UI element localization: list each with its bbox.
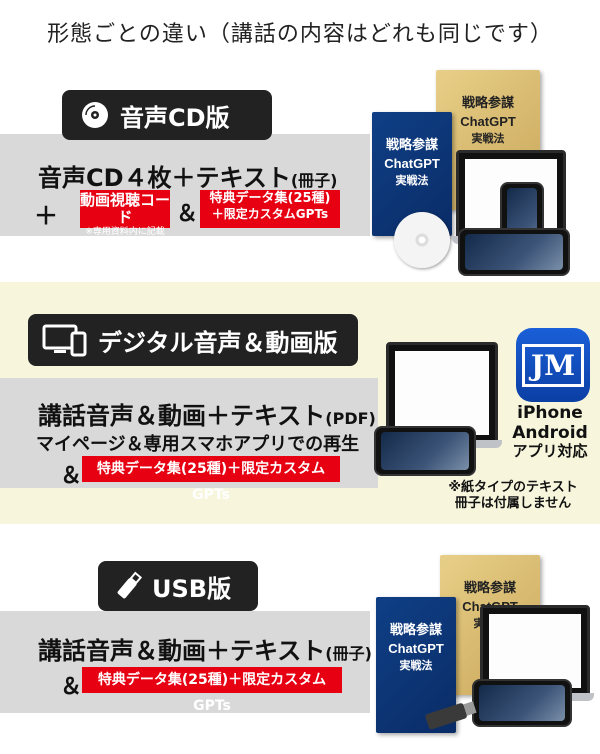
cd-case-title-line2: ChatGPT (384, 156, 440, 171)
usb-section: USB版 講話音声＆動画＋テキスト(冊子) ＆ 特典データ集(25種)＋限定カス… (0, 545, 600, 754)
cd-case-title-line1: 戦略参謀 (385, 138, 438, 153)
usb-stick-image (420, 695, 480, 739)
digital-pill: デジタル音声＆動画版 (28, 314, 358, 366)
usb-bonus-label: 特典データ集(25種)＋限定カスタムGPTs (97, 672, 327, 714)
cd-headline-main: 音声CD４枚＋テキスト (38, 164, 291, 192)
usb-band (0, 611, 370, 713)
usb-book-title-line1: 戦略参謀 (463, 581, 516, 596)
digital-headline: 講話音声＆動画＋テキスト(PDF) (38, 396, 376, 431)
cd-video-code-note: ※専用資料内に記載 (85, 227, 165, 237)
usb-headline: 講話音声＆動画＋テキスト(冊子) (38, 631, 372, 666)
usb-case-title-line1: 戦略参謀 (389, 623, 442, 638)
app-platforms-label: iPhone Android アプリ対応 (500, 403, 600, 461)
cd-disc-icon (80, 100, 110, 130)
phone-landscape-image (458, 228, 570, 276)
app-icon: JM (516, 328, 590, 402)
digital-subline: マイページ＆専用スマホアプリでの再生 (36, 434, 360, 455)
paper-note-line2: 冊子は付属しません (454, 496, 572, 512)
digital-section: デジタル音声＆動画版 講話音声＆動画＋テキスト(PDF) マイページ＆専用スマホ… (0, 282, 600, 524)
paper-note: ※紙タイプのテキスト 冊子は付属しません (428, 480, 598, 513)
cd-disc-image (394, 212, 450, 268)
digital-phone-image (374, 426, 476, 476)
digital-headline-suffix: (PDF) (325, 409, 376, 428)
app-support-label: アプリ対応 (512, 442, 588, 461)
book-title-line2: ChatGPT (460, 114, 516, 129)
cd-pill-label: 音声CD版 (120, 103, 230, 132)
digital-headline-main: 講話音声＆動画＋テキスト (38, 402, 326, 430)
digital-bonus-box: 特典データ集(25種)＋限定カスタムGPTs (82, 456, 340, 503)
usb-headline-suffix: (冊子) (325, 644, 372, 663)
cd-headline-suffix: (冊子) (290, 171, 338, 190)
book-title-line1: 戦略参謀 (461, 96, 514, 111)
usb-pill: USB版 (98, 561, 258, 611)
cd-video-code-label: 動画視聴コード (80, 191, 171, 226)
cd-bonus-line2: ＋限定カスタムGPTs (211, 207, 329, 222)
cd-bonus-box: 特典データ集(25種) ＋限定カスタムGPTs (200, 190, 340, 228)
usb-case-title-line2: ChatGPT (388, 641, 444, 656)
cd-headline: 音声CD４枚＋テキスト(冊子) (38, 158, 337, 193)
paper-note-line1: ※紙タイプのテキスト (448, 480, 578, 495)
digital-pill-label: デジタル音声＆動画版 (98, 328, 338, 357)
usb-amp: ＆ (60, 675, 83, 700)
app-icon-text: JM (521, 343, 585, 387)
digital-amp: ＆ (60, 464, 83, 489)
cd-case-title-line3: 実戦法 (395, 174, 429, 187)
usb-headline-main: 講話音声＆動画＋テキスト (38, 637, 326, 665)
cd-video-code-box: 動画視聴コード ※専用資料内に記載 (80, 190, 171, 237)
usb-pill-label: USB版 (152, 574, 232, 603)
book-title-line3: 実戦法 (471, 132, 505, 145)
app-platform-iphone: iPhone (517, 403, 583, 423)
page-title: 形態ごとの違い（講話の内容はどれも同じです） (47, 22, 553, 47)
cd-plus: ＋ (34, 202, 58, 230)
cd-section: 音声CD版 音声CD４枚＋テキスト(冊子) ＋ 動画視聴コード ※専用資料内に記… (0, 60, 600, 276)
usb-phone-image (472, 679, 572, 727)
app-platform-android: Android (512, 422, 588, 443)
cd-bonus-line1: 特典データ集(25種) (209, 191, 331, 206)
usb-stick-icon (116, 571, 142, 601)
usb-case-title-line3: 実戦法 (399, 659, 433, 672)
cd-pill: 音声CD版 (62, 90, 272, 140)
cd-amp: ＆ (176, 202, 199, 227)
usb-bonus-box: 特典データ集(25種)＋限定カスタムGPTs (82, 667, 342, 714)
digital-bonus-label: 特典データ集(25種)＋限定カスタムGPTs (96, 461, 326, 503)
devices-icon (42, 323, 88, 357)
